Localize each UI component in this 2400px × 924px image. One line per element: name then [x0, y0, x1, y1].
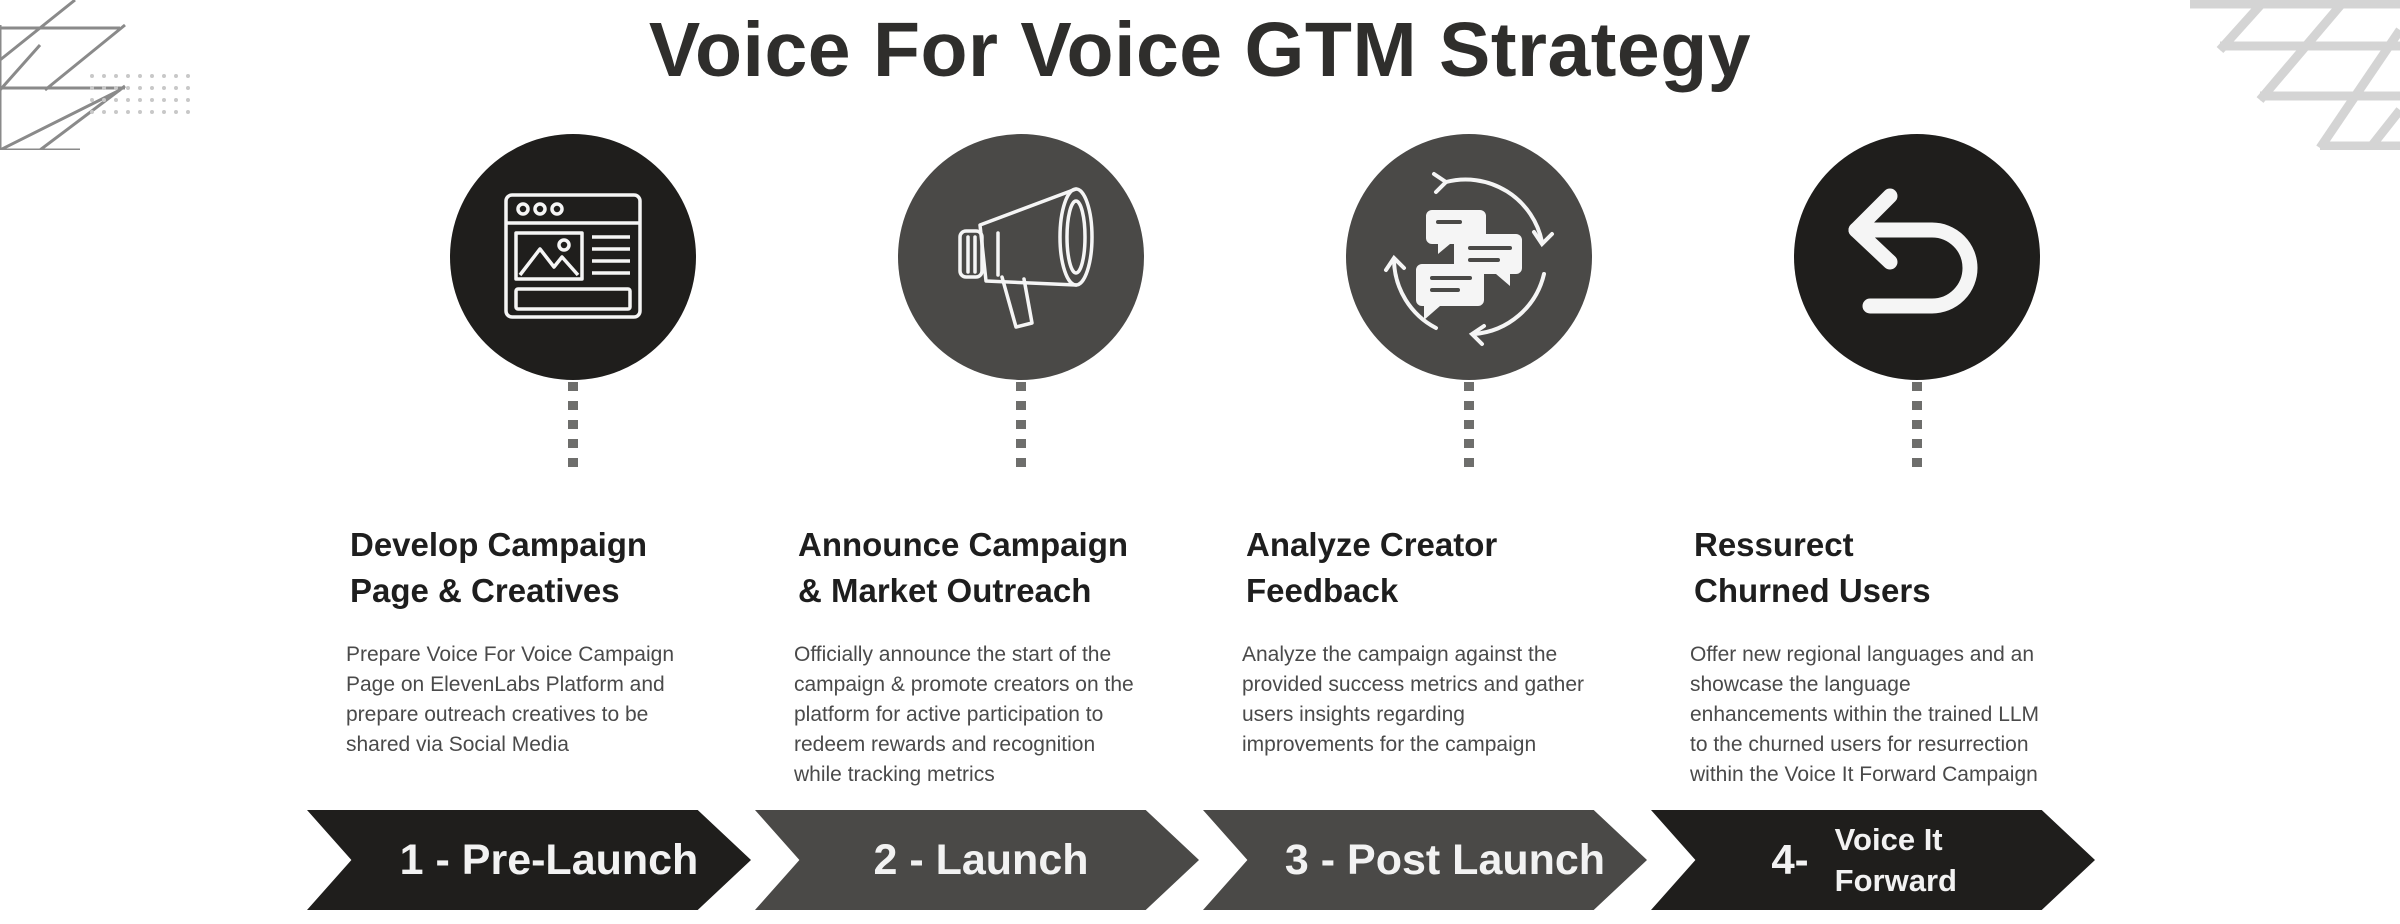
- stage-circle: [1346, 134, 1592, 380]
- phase-chevron: 3 - Post Launch: [1203, 810, 1647, 910]
- phase-number: 4-: [1771, 836, 1809, 883]
- connector-dots: [1464, 382, 1474, 472]
- stage-post-launch: Analyze Creator Feedback Analyze the cam…: [1203, 0, 1686, 924]
- stage-heading: Analyze Creator Feedback: [1246, 526, 1498, 609]
- phase-chevron: 1 - Pre-Launch: [307, 810, 751, 910]
- phase-label: 2 - Launch: [873, 835, 1089, 884]
- stage-description: Offer new regional languages and an show…: [1690, 643, 2040, 786]
- connector-dots: [1016, 382, 1026, 472]
- phase-chevron: 4- Voice It Forward: [1651, 810, 2095, 910]
- stage-circle: [1794, 134, 2040, 380]
- stage-heading: Ressurect Churned Users: [1694, 526, 1931, 609]
- stage-heading: Announce Campaign & Market Outreach: [798, 526, 1129, 609]
- connector-dots: [568, 382, 578, 472]
- stage-circle: [898, 134, 1144, 380]
- geometric-decoration-right: [2190, 0, 2400, 150]
- stage-voice-it-forward: Ressurect Churned Users Offer new region…: [1651, 0, 2134, 924]
- stage-description: Analyze the campaign against the provide…: [1242, 643, 1584, 756]
- phase-chevron: 2 - Launch: [755, 810, 1199, 910]
- phase-label: 1 - Pre-Launch: [399, 835, 699, 884]
- return-arrow-icon: [1848, 188, 1978, 314]
- page-title: Voice For Voice GTM Strategy: [648, 7, 1752, 93]
- stage-pre-launch: Develop Campaign Page & Creatives Prepar…: [307, 0, 790, 924]
- stage-launch: Announce Campaign & Market Outreach Offi…: [755, 0, 1238, 924]
- browser-window-icon: [504, 193, 642, 319]
- megaphone-icon: [958, 187, 1094, 329]
- phase-label: Voice It Forward: [1834, 822, 1957, 898]
- stage-heading: Develop Campaign Page & Creatives: [350, 526, 648, 609]
- stage-description: Prepare Voice For Voice Campaign Page on…: [346, 643, 675, 756]
- phase-label: 3 - Post Launch: [1284, 835, 1606, 884]
- stage-description: Officially announce the start of the cam…: [794, 643, 1134, 786]
- feedback-cycle-icon: [1384, 172, 1554, 346]
- connector-dots: [1912, 382, 1922, 472]
- geometric-decoration-left: [0, 0, 190, 150]
- stage-circle: [450, 134, 696, 380]
